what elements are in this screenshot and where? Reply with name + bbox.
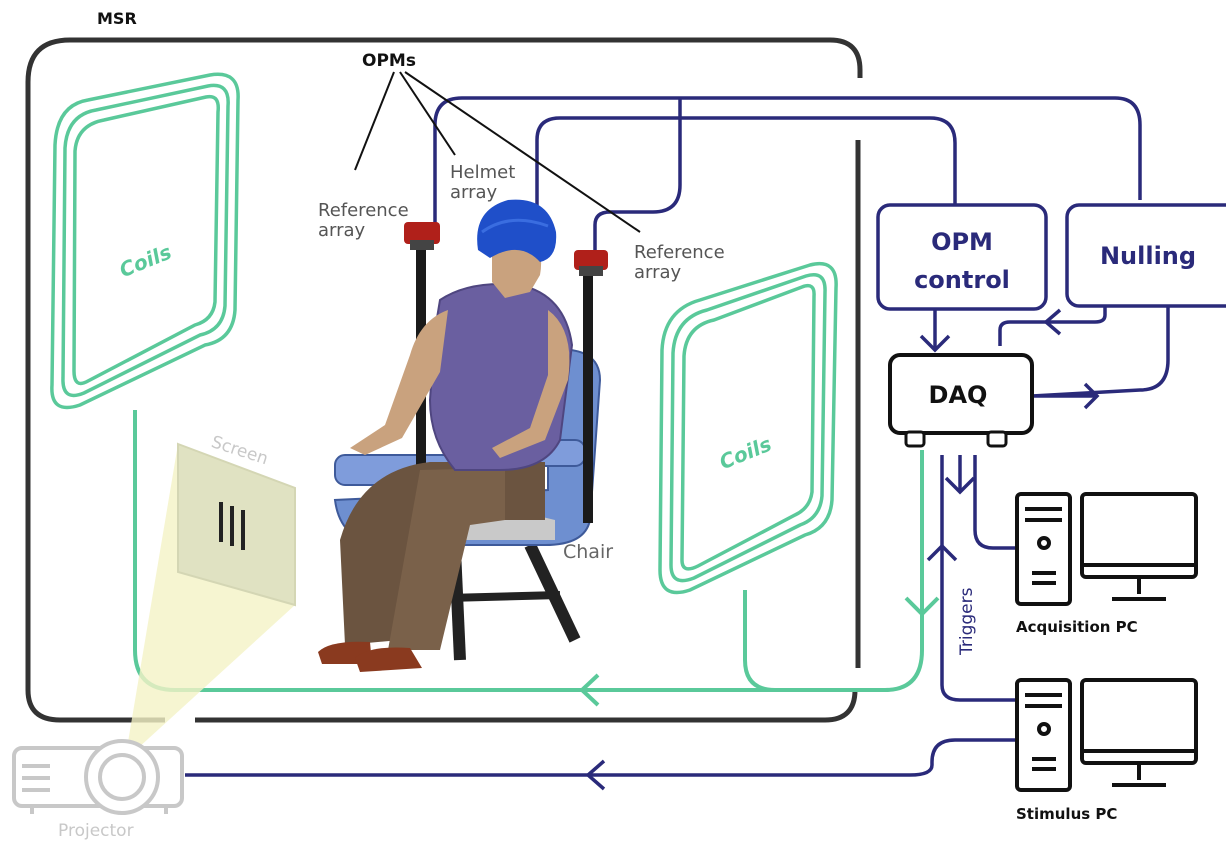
acquisition-pc-icon: [1015, 492, 1198, 606]
opms-callout-lines: [354, 71, 641, 233]
coils-left-label: Coils: [116, 240, 175, 283]
reference-array-left-label-line1: Reference: [318, 200, 409, 221]
projector-icon: [12, 739, 184, 815]
opm-control-box: OPM control: [876, 203, 1048, 311]
daq-box: DAQ: [888, 353, 1034, 448]
nulling-box: Nulling: [1065, 203, 1226, 308]
coils-right: [658, 262, 838, 595]
opm-control-label-line2: control: [914, 266, 1010, 294]
helmet-array-label-line1: Helmet: [450, 162, 515, 183]
helmet-array-label-line2: array: [450, 182, 498, 203]
flow-arrowheads: [585, 308, 1100, 791]
reference-array-right-label-line2: array: [634, 262, 682, 283]
daq-label: DAQ: [929, 381, 988, 409]
reference-array-right-sensor: [574, 250, 608, 523]
coil-wiring: [133, 410, 940, 707]
control-wiring: [185, 96, 1170, 777]
stimulus-pc-icon: [1015, 678, 1198, 792]
projector-label: Projector: [58, 821, 134, 841]
msr-room: [25, 37, 863, 723]
coils-right-label: Coils: [716, 432, 775, 475]
reference-array-left-label-line2: array: [318, 220, 366, 241]
nulling-label: Nulling: [1100, 242, 1196, 270]
opms-label: OPMs: [362, 51, 416, 71]
msr-label: MSR: [97, 9, 137, 28]
stimulus-pc-label: Stimulus PC: [1016, 805, 1117, 823]
reference-array-right-label-line1: Reference: [634, 242, 725, 263]
screen: [177, 442, 296, 607]
triggers-label: Triggers: [957, 587, 977, 656]
chair-label: Chair: [563, 541, 613, 563]
acquisition-pc-label: Acquisition PC: [1016, 618, 1138, 636]
opm-control-label-line1: OPM: [931, 228, 993, 256]
participant-illustration: [318, 199, 574, 672]
coils-left: [50, 72, 240, 410]
